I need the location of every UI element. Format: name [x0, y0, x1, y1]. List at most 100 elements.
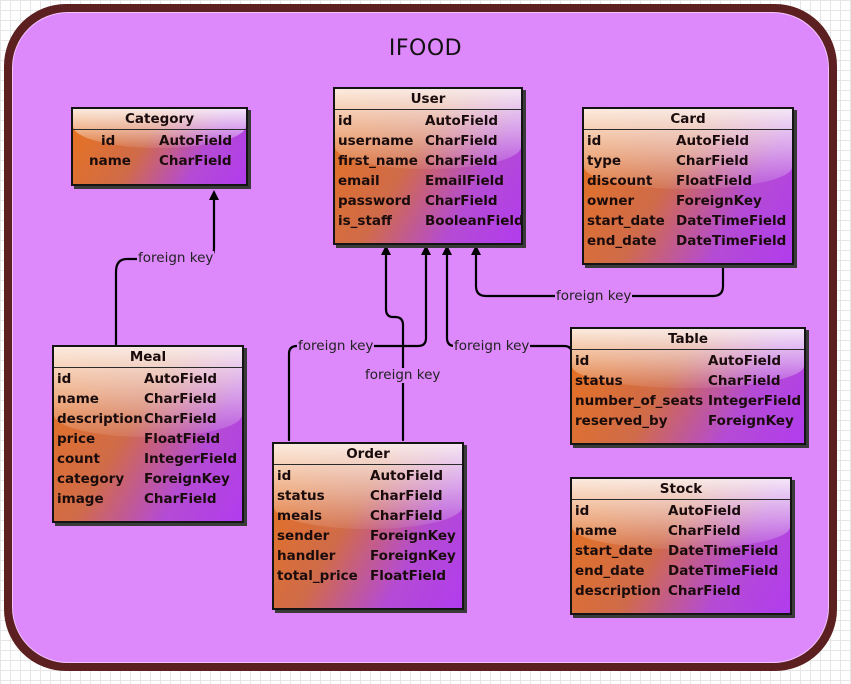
entity-user-title: User [335, 89, 521, 110]
field-type: BooleanField [425, 213, 523, 229]
entity-stock-title: Stock [572, 479, 790, 500]
field-name: id [338, 113, 353, 129]
connector-order-handler-to-user [381, 245, 405, 442]
field-name: meals [277, 508, 322, 524]
entity-meal-title: Meal [54, 347, 242, 368]
connector-meal-to-category [114, 190, 219, 347]
field-type: CharField [144, 491, 217, 507]
field-type: AutoField [425, 113, 499, 129]
entity-card-title: Card [584, 109, 792, 130]
field-row: price FloatField [54, 429, 242, 449]
field-type: EmailField [425, 173, 504, 189]
field-name: id [277, 468, 292, 484]
field-name: price [57, 431, 96, 447]
field-name: start_date [587, 213, 665, 229]
field-type: CharField [425, 133, 498, 149]
field-type: ForeignKey [144, 471, 230, 487]
field-type: AutoField [668, 503, 742, 519]
field-name: name [575, 523, 617, 539]
relationship-label-table-user: foreign key [453, 338, 531, 354]
field-name: status [575, 373, 623, 389]
field-name: id [575, 353, 590, 369]
field-name: id [575, 503, 590, 519]
field-row: id AutoField [335, 111, 521, 131]
field-name: id [101, 133, 116, 149]
entity-order-title: Order [274, 444, 462, 465]
field-row: id AutoField [274, 466, 462, 486]
field-name: total_price [277, 568, 358, 584]
field-name: start_date [575, 543, 653, 559]
field-type: CharField [144, 391, 217, 407]
field-row: id AutoField [54, 369, 242, 389]
field-name: first_name [338, 153, 418, 169]
field-name: password [338, 193, 411, 209]
field-type: AutoField [370, 468, 444, 484]
field-row: reserved_by ForeignKey [572, 411, 804, 431]
field-name: description [575, 583, 661, 599]
field-row: start_date DateTimeField [572, 541, 790, 561]
field-type: DateTimeField [668, 563, 779, 579]
field-type: CharField [144, 411, 217, 427]
field-type: ForeignKey [708, 413, 794, 429]
field-type: CharField [668, 523, 741, 539]
field-type: AutoField [676, 133, 750, 149]
field-type: CharField [708, 373, 781, 389]
field-type: IntegerField [144, 451, 238, 467]
field-name: number_of_seats [575, 393, 704, 409]
field-type: CharField [370, 508, 443, 524]
field-row: total_price FloatField [274, 566, 462, 586]
field-name: count [57, 451, 100, 467]
field-row: end_date DateTimeField [572, 561, 790, 581]
field-name: sender [277, 528, 330, 544]
field-name: email [338, 173, 380, 189]
field-type: FloatField [144, 431, 220, 447]
field-type: ForeignKey [676, 193, 762, 209]
field-type: DateTimeField [676, 233, 787, 249]
field-type: DateTimeField [668, 543, 779, 559]
relationship-label-card-owner: foreign key [555, 288, 633, 304]
field-type: ForeignKey [370, 528, 456, 544]
field-name: handler [277, 548, 336, 564]
field-row: category ForeignKey [54, 469, 242, 489]
field-type: AutoField [159, 133, 233, 149]
field-row: owner ForeignKey [584, 191, 792, 211]
relationship-label-meal-category: foreign key [137, 250, 215, 266]
field-row: meals CharField [274, 506, 462, 526]
field-name: status [277, 488, 325, 504]
entity-table-title: Table [572, 329, 804, 350]
field-type: IntegerField [708, 393, 802, 409]
field-type: CharField [159, 153, 232, 169]
field-row: status CharField [572, 371, 804, 391]
field-row: email EmailField [335, 171, 521, 191]
field-name: reserved_by [575, 413, 668, 429]
field-name: name [89, 153, 131, 169]
field-type: FloatField [370, 568, 446, 584]
field-name: discount [587, 173, 653, 189]
diagram-title: IFOOD [388, 36, 463, 61]
field-row: id AutoField [73, 131, 246, 151]
field-name: owner [587, 193, 635, 209]
field-type: AutoField [144, 371, 218, 387]
field-name: id [57, 371, 72, 387]
field-name: category [57, 471, 125, 487]
entity-stock: Stock id AutoField name CharField start_da… [570, 477, 792, 615]
field-row: sender ForeignKey [274, 526, 462, 546]
field-name: end_date [575, 563, 645, 579]
field-row: name CharField [73, 151, 246, 171]
field-type: CharField [676, 153, 749, 169]
